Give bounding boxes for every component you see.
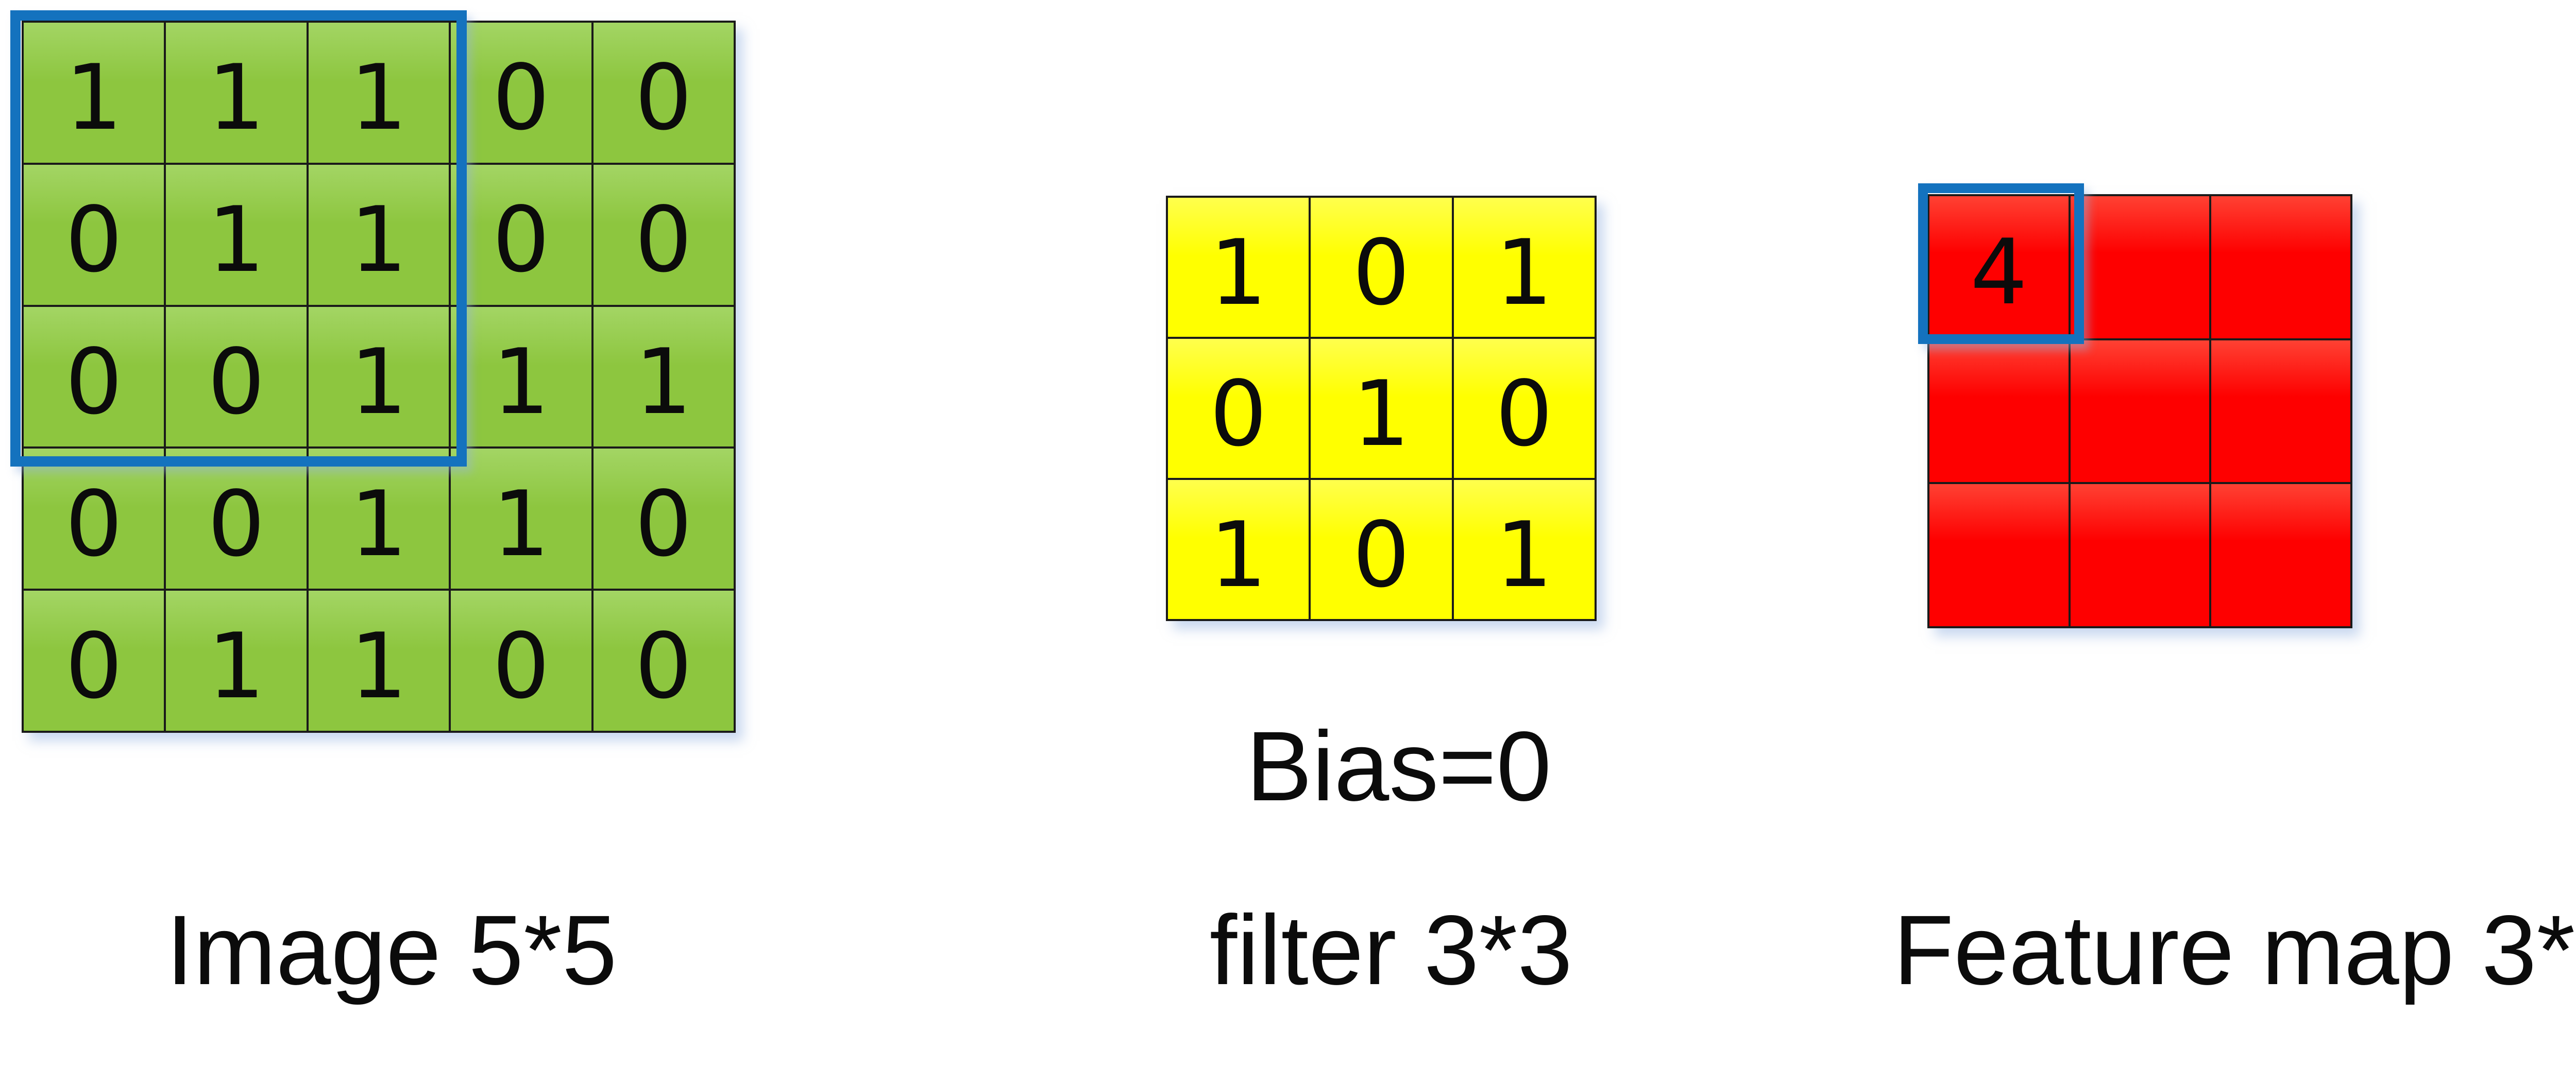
image-cell-r5c1: 0 [23,590,165,732]
image-cell-r4c2: 0 [165,448,308,590]
feature-cell-r1c2 [2069,195,2211,339]
filter-cell-r1c3: 1 [1452,197,1596,338]
image-cell-r4c5: 0 [592,448,735,590]
image-cell-r3c5: 1 [592,305,735,448]
image-cell-r2c5: 0 [592,163,735,306]
conv-window-highlight [10,10,467,467]
filter-cell-r1c2: 0 [1310,197,1453,338]
feature-cell-r1c1: 4 [1928,195,2070,339]
feature-cell-r2c3 [2210,339,2351,484]
filter-cell-r2c2: 1 [1310,338,1453,479]
feature-cell-r3c3 [2210,483,2351,627]
image-cell-r3c3: 1 [307,305,450,448]
image-cell-r2c4: 0 [450,163,592,306]
feature-cell-r1c3 [2210,195,2351,339]
filter-cell-r3c1: 1 [1167,479,1310,620]
filter-cell-r3c3: 1 [1452,479,1596,620]
image-cell-r2c3: 1 [307,163,450,306]
image-cell-r4c1: 0 [23,448,165,590]
image-cell-r4c4: 1 [450,448,592,590]
image-cell-r5c5: 0 [592,590,735,732]
image-cell-r1c4: 0 [450,22,592,164]
filter-cell-r3c2: 0 [1310,479,1453,620]
image-cell-r3c2: 0 [165,305,308,448]
filter-cell-r2c3: 0 [1452,338,1596,479]
feature-map-label: Feature map 3*3 [1893,895,2576,1005]
image-cell-r2c2: 1 [165,163,308,306]
image-cell-r3c4: 1 [450,305,592,448]
feature-cell-r3c2 [2069,483,2211,627]
image-cell-r1c3: 1 [307,22,450,164]
image-cell-r1c2: 1 [165,22,308,164]
feature-cell-r2c2 [2069,339,2211,484]
filter-grid-label: filter 3*3 [1209,895,1573,1005]
image-cell-r5c2: 1 [165,590,308,732]
image-cell-r1c5: 0 [592,22,735,164]
feature-cell-r2c1 [1928,339,2070,484]
image-cell-r1c1: 1 [23,22,165,164]
image-cell-r5c3: 1 [307,590,450,732]
image-cell-r5c4: 0 [450,590,592,732]
image-cell-r3c1: 0 [23,305,165,448]
filter-cell-r1c1: 1 [1167,197,1310,338]
image-cell-r2c1: 0 [23,163,165,306]
filter-cell-r2c1: 0 [1167,338,1310,479]
feature-map-grid: 4 [1927,194,2352,628]
image-cell-r4c3: 1 [307,448,450,590]
image-grid-label: Image 5*5 [166,895,617,1005]
feature-cell-r3c1 [1928,483,2070,627]
output-cell-highlight [1918,183,2084,344]
bias-label: Bias=0 [1246,711,1552,821]
